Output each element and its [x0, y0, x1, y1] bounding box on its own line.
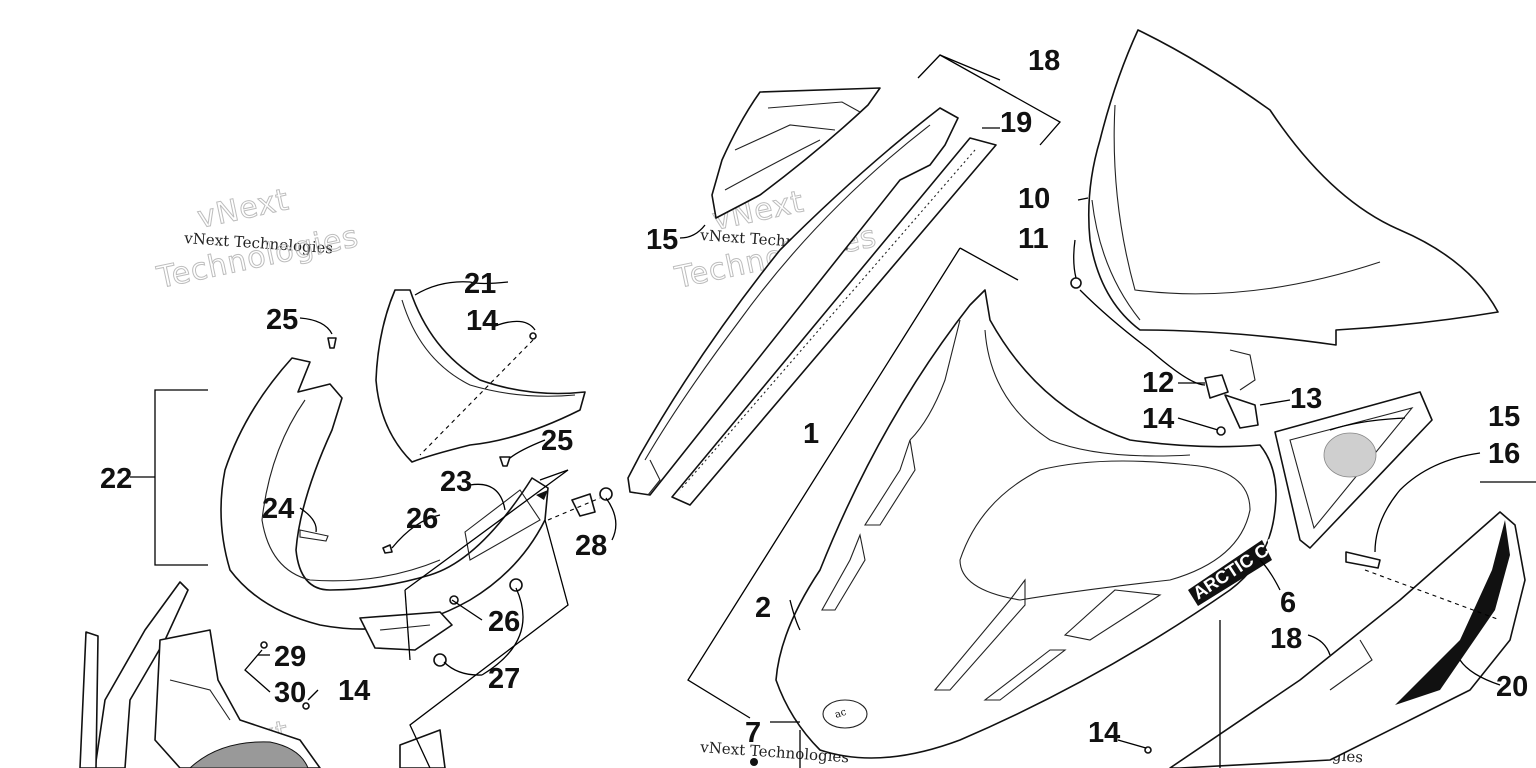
callout-19: 19	[1000, 107, 1032, 139]
callout-26-upper: 26	[406, 503, 438, 535]
callout-12: 12	[1142, 367, 1174, 399]
callout-16: 16	[1488, 438, 1520, 470]
callout-14-side: 14	[1088, 717, 1120, 749]
callout-10: 10	[1018, 183, 1050, 215]
bumper-grill-part	[79, 581, 446, 768]
callout-29: 29	[274, 641, 306, 673]
callout-18-upper: 18	[1028, 45, 1060, 77]
callout-6: 6	[1280, 587, 1296, 619]
callout-labels: 1 2 6 7 10 11 12 13 14 14 14 14 15 15 16…	[100, 45, 1528, 749]
callout-15-upper: 15	[646, 224, 678, 256]
clip-part-16	[1345, 551, 1381, 569]
side-panel-lower-part	[1169, 511, 1526, 768]
callout-14-bumper: 14	[338, 675, 370, 707]
fastener-parts	[260, 332, 1152, 766]
callout-25-center: 25	[541, 425, 573, 457]
foam-strip-part	[671, 137, 997, 506]
watermark-left: vNext vNext Technologies Technologies	[153, 182, 363, 297]
callout-1: 1	[803, 418, 819, 450]
svg-text:ac: ac	[834, 707, 849, 721]
callout-11: 11	[1018, 223, 1049, 255]
vent-right-part	[1274, 391, 1433, 549]
callout-21: 21	[464, 268, 496, 300]
watermark-vnext: vNext	[194, 182, 292, 235]
callout-7: 7	[745, 717, 761, 749]
side-trim-upper-part	[627, 107, 959, 496]
windshield-part	[1087, 29, 1499, 346]
callout-30: 30	[274, 677, 306, 709]
bracket-parts	[1070, 277, 1259, 436]
callout-2: 2	[755, 592, 771, 624]
callout-22: 22	[100, 463, 132, 495]
callout-15-right: 15	[1488, 401, 1520, 433]
callout-27: 27	[488, 663, 520, 695]
callout-26-lower: 26	[488, 606, 520, 638]
vent-upper-part	[711, 87, 881, 219]
callout-14-bracket: 14	[1142, 403, 1174, 435]
callout-24: 24	[262, 493, 294, 525]
callout-25-left: 25	[266, 304, 298, 336]
nose-pan-part	[220, 357, 549, 651]
leader-lines	[130, 54, 1536, 768]
callout-18-lower: 18	[1270, 623, 1302, 655]
callout-13: 13	[1290, 383, 1322, 415]
callout-20: 20	[1496, 671, 1528, 703]
hood-part: ac	[775, 289, 1277, 759]
callout-28: 28	[575, 530, 607, 562]
callout-23: 23	[440, 466, 472, 498]
callout-14-upper-panel: 14	[466, 305, 498, 337]
upper-panel-part	[375, 289, 586, 463]
